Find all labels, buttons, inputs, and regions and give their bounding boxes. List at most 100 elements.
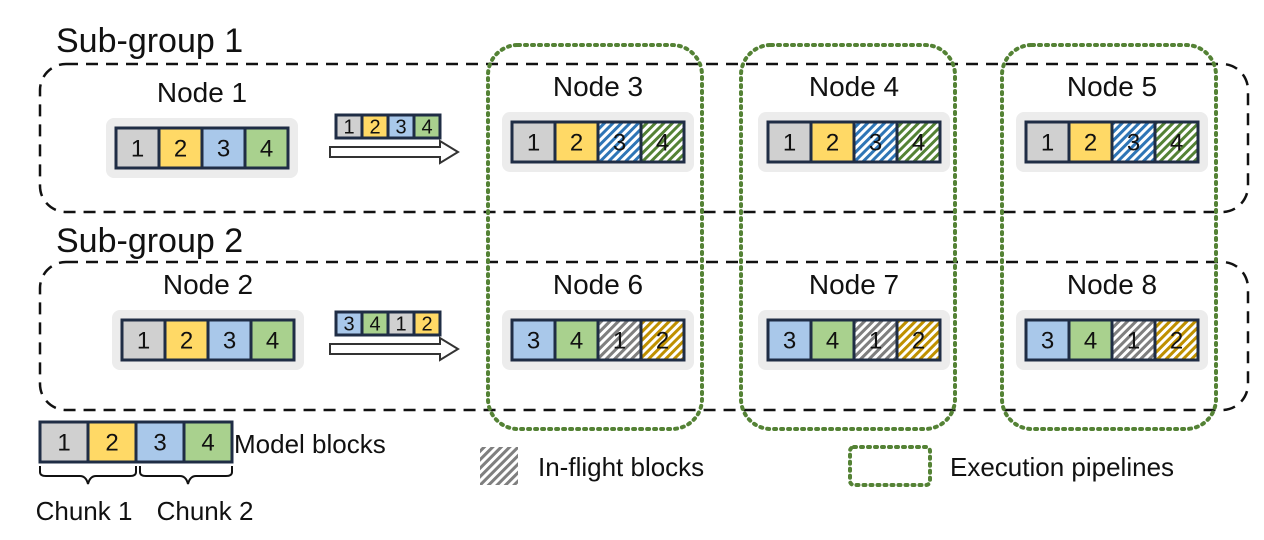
node-4-block-4-label: 4 (912, 130, 925, 157)
node-2-block-4-label: 4 (266, 328, 279, 355)
node-5-block-2 (1067, 120, 1114, 164)
node-2-block-3 (206, 318, 253, 362)
node-3-block-2 (553, 120, 600, 164)
subgroup-2-box (38, 260, 1250, 412)
node-5-block-3-label: 3 (1127, 130, 1140, 157)
legend-inflight-label: In-flight blocks (538, 452, 704, 482)
transfer-2-block-1-label: 1 (395, 314, 406, 336)
node-6-block-4 (553, 318, 600, 362)
node-6-block-2-label: 2 (656, 328, 669, 355)
subgroup-1-title: Sub-group 1 (56, 22, 243, 60)
transfer-2-block-4-label: 4 (369, 314, 380, 336)
node-1-block-2-label: 2 (174, 136, 187, 163)
transfer-1-block-2-label: 2 (369, 117, 380, 139)
node-2-block-1-label: 1 (137, 328, 150, 355)
transfer-1-arrow (329, 139, 460, 165)
pipeline-2 (739, 43, 957, 431)
legend-block-3 (134, 420, 186, 464)
node-2-block-3-label: 3 (223, 328, 236, 355)
node-8-block-3 (1024, 318, 1071, 362)
legend-block-1-label: 1 (57, 430, 70, 457)
node-7-block-3-label: 3 (783, 328, 796, 355)
node-3-block-1-label: 1 (527, 130, 540, 157)
node-3-block-3 (596, 120, 643, 164)
node-1-block-4 (243, 126, 290, 170)
node-2-block-2 (163, 318, 210, 362)
legend-block-4-label: 4 (201, 430, 214, 457)
node-7-block-2 (895, 318, 942, 362)
node-2-label: Node 2 (163, 269, 253, 300)
node-3-block-2-label: 2 (570, 130, 583, 157)
node-8-block-2 (1153, 318, 1200, 362)
node-1-block-1-label: 1 (131, 136, 144, 163)
node-3-block-4 (639, 120, 686, 164)
node-5-block-1 (1024, 120, 1071, 164)
node-1-block-4-label: 4 (260, 136, 273, 163)
node-6-label: Node 6 (553, 269, 643, 300)
node-3-block-1 (510, 120, 557, 164)
node-4-block-2-label: 2 (826, 130, 839, 157)
transfer-1-block-1-label: 1 (343, 117, 354, 139)
transfer-2-block-3-label: 3 (343, 314, 354, 336)
node-8-label: Node 8 (1067, 269, 1157, 300)
node-1-block-3-label: 3 (217, 136, 230, 163)
node-6-block-1 (596, 318, 643, 362)
node-6-block-3-label: 3 (527, 328, 540, 355)
node-7-label: Node 7 (809, 269, 899, 300)
node-4-block-2 (809, 120, 856, 164)
chunk-1-label: Chunk 1 (36, 496, 133, 526)
node-7-block-2-label: 2 (912, 328, 925, 355)
chunk-2-brace (139, 466, 233, 485)
legend-block-2-label: 2 (105, 430, 118, 457)
subgroup-1-box (38, 62, 1250, 214)
transfer-1-block-4-label: 4 (421, 117, 432, 139)
legend-block-3-label: 3 (153, 430, 166, 457)
node-6-block-1-label: 1 (613, 328, 626, 355)
transfer-2-arrow (329, 336, 460, 362)
node-5-block-4-label: 4 (1170, 130, 1183, 157)
node-2-block-1 (120, 318, 167, 362)
node-1-block-3 (200, 126, 247, 170)
node-7-block-1-label: 1 (869, 328, 882, 355)
transfer-1-block-4 (412, 113, 442, 140)
node-2-block-4 (249, 318, 296, 362)
transfer-1-block-3-label: 3 (395, 117, 406, 139)
node-8-block-4-label: 4 (1084, 328, 1097, 355)
legend-pipelines-label: Execution pipelines (950, 452, 1174, 482)
node-3-label: Node 3 (553, 71, 643, 102)
chunk-2-label: Chunk 2 (157, 496, 254, 526)
legend-model-blocks-label: Model blocks (234, 429, 386, 459)
chunk-1-brace (39, 466, 137, 485)
node-1-block-1 (114, 126, 161, 170)
legend: 1 2 3 4 (38, 420, 234, 464)
node-5-block-4 (1153, 120, 1200, 164)
node-3-block-3-label: 3 (613, 130, 626, 157)
legend-block-1 (38, 420, 90, 464)
node-1-block-2 (157, 126, 204, 170)
inflight-legend-swatch (480, 447, 518, 485)
node-8-block-1 (1110, 318, 1157, 362)
node-8-block-3-label: 3 (1041, 328, 1054, 355)
node-4-block-3 (852, 120, 899, 164)
legend-block-2 (86, 420, 138, 464)
node-3-block-4-label: 4 (656, 130, 669, 157)
node-5-block-1-label: 1 (1041, 130, 1054, 157)
node-6-block-4-label: 4 (570, 328, 583, 355)
pipeline-legend-swatch (848, 445, 932, 487)
node-8-block-1-label: 1 (1127, 328, 1140, 355)
pipeline-1 (486, 43, 704, 431)
node-7-block-3 (766, 318, 813, 362)
subgroup-2-title: Sub-group 2 (56, 222, 243, 260)
node-8-block-2-label: 2 (1170, 328, 1183, 355)
node-2-block-2-label: 2 (180, 328, 193, 355)
node-6-block-2 (639, 318, 686, 362)
transfer-2-block-2-label: 2 (421, 314, 432, 336)
node-5-label: Node 5 (1067, 71, 1157, 102)
transfer-2-block-2 (412, 310, 442, 337)
node-7-block-4-label: 4 (826, 328, 839, 355)
node-4-block-4 (895, 120, 942, 164)
legend-block-4 (182, 420, 234, 464)
